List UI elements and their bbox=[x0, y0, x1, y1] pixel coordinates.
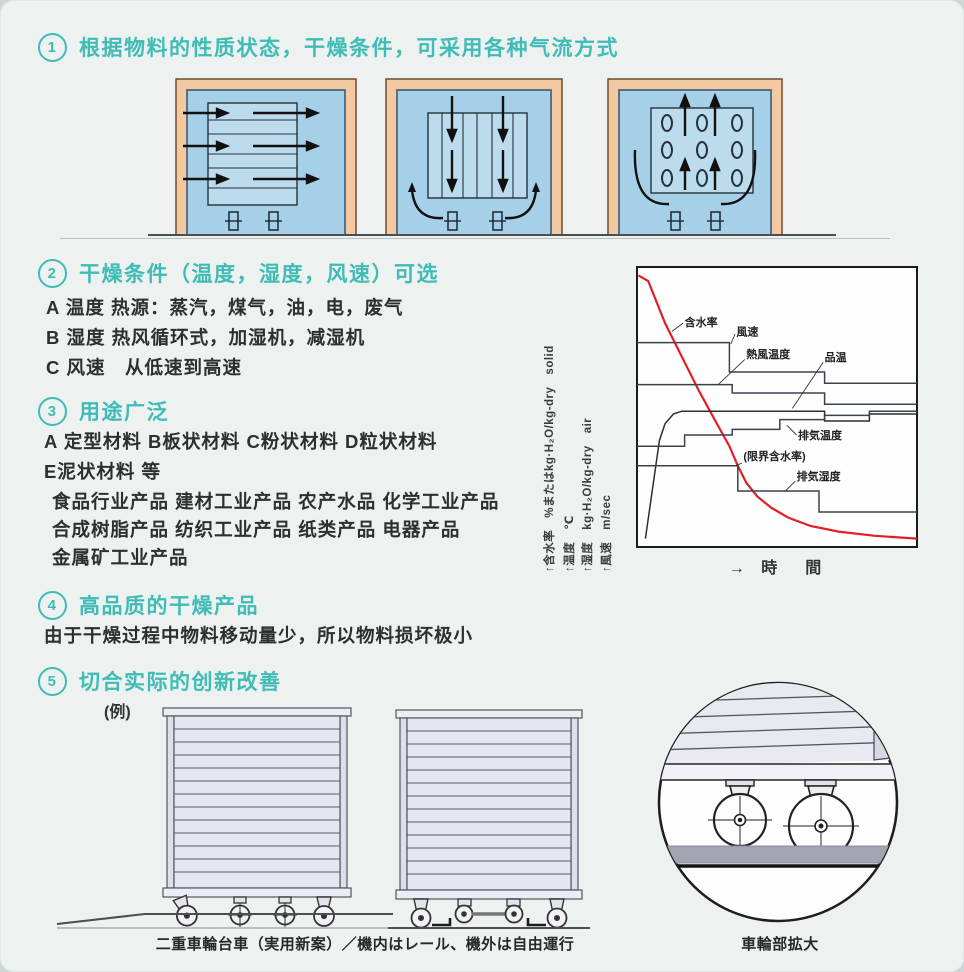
caster-wheel-right bbox=[546, 898, 568, 929]
circled-number-1: 1 bbox=[38, 32, 67, 62]
industry-products-line-2: 合成树脂产品 纺织工业产品 纸类产品 电器产品 bbox=[52, 519, 461, 540]
condition-item-windspeed: C 风速 从低速到高速 bbox=[46, 357, 243, 378]
industry-products-line-3: 金属矿工业产品 bbox=[52, 547, 189, 568]
circled-number-3: 3 bbox=[38, 396, 67, 426]
rail-wheel-right bbox=[273, 896, 297, 927]
rail-wheel-left bbox=[454, 898, 474, 924]
plot-frame bbox=[636, 266, 918, 548]
industry-products-line-1: 食品行业产品 建材工业产品 农产水品 化学工业产品 bbox=[52, 491, 500, 512]
ramp bbox=[56, 913, 393, 929]
series-含水率 bbox=[637, 274, 918, 540]
rail-wheel-left bbox=[228, 896, 252, 927]
section-5-heading: 5 切合实际的创新改善 bbox=[38, 666, 282, 696]
trolley-diagram-on-rail bbox=[388, 709, 590, 929]
airflow-diagram-vertical-down bbox=[385, 78, 563, 236]
caster-wheel-left bbox=[410, 898, 432, 929]
section-1-heading: 1 根据物料的性质状态，干燥条件，可采用各种气流方式 bbox=[38, 32, 619, 62]
magnified-caster-wheel bbox=[783, 779, 859, 860]
condition-item-humidity: B 湿度 热风循环式，加湿机，减湿机 bbox=[46, 327, 366, 348]
wheel-magnified-diagram bbox=[657, 681, 899, 923]
caster-wheel-right bbox=[313, 896, 335, 927]
y-axis-label-temperature: ↑温度 ℃ bbox=[564, 515, 576, 572]
series-風速 bbox=[637, 341, 917, 384]
trolley-caption: 二重車輪台車（実用新案）／機内はレール、機外は自由運行 bbox=[155, 936, 575, 953]
airflow-diagram-vertical-up bbox=[607, 78, 783, 236]
circled-number-4: 4 bbox=[38, 590, 67, 620]
trolley-diagram-free-running bbox=[56, 707, 393, 929]
caster-wheel-left bbox=[172, 894, 198, 927]
rail-bar bbox=[659, 845, 897, 864]
drying-curves-chart: ↑含水率 %またはkg·H₂O/kg-dry solid ↑温度 ℃ ↑湿度 k… bbox=[544, 256, 938, 578]
heater-symbols bbox=[667, 211, 724, 231]
material-types-line-2: E泥状材料 等 bbox=[44, 461, 161, 482]
plot-annotation: 風速 bbox=[736, 325, 758, 339]
condition-item-temperature: A 温度 热源：蒸汽，煤气，油，电，废气 bbox=[46, 297, 404, 318]
section-3-heading: 3 用途广泛 bbox=[38, 396, 169, 426]
series-排気湿度 bbox=[637, 465, 917, 513]
section-3-title: 用途广泛 bbox=[79, 401, 169, 424]
circled-number-2: 2 bbox=[38, 258, 67, 288]
section-5-title: 切合实际的创新改善 bbox=[79, 671, 282, 694]
plot-annotation: 排気温度 bbox=[798, 428, 843, 442]
y-axis-label-moisture: ↑含水率 %またはkg·H₂O/kg-dry solid bbox=[544, 345, 556, 572]
x-axis-label-time: → 時 間 bbox=[728, 560, 828, 577]
y-axis-label-windspeed: ↑風速 m/sec bbox=[601, 494, 613, 572]
y-axis-label-humidity: ↑湿度 kg·H₂O/kg-dry air bbox=[582, 417, 594, 572]
rail-wheel-right bbox=[504, 898, 524, 924]
airflow-diagram-horizontal bbox=[175, 78, 357, 236]
heater-symbols bbox=[444, 211, 506, 231]
rail-stops bbox=[432, 918, 546, 927]
section-2-title: 干燥条件（温度，湿度，风速）可选 bbox=[79, 263, 439, 286]
section-4-title: 高品质的干燥产品 bbox=[79, 595, 259, 618]
section-4-heading: 4 高品质的干燥产品 bbox=[38, 590, 259, 620]
heater-symbols bbox=[225, 211, 282, 231]
plot-annotation: 含水率 bbox=[684, 315, 718, 329]
example-label: (例) bbox=[104, 704, 131, 721]
section-2-heading: 2 干燥条件（温度，湿度，风速）可选 bbox=[38, 258, 439, 288]
quality-note: 由于干燥过程中物料移动量少，所以物料损坏极小 bbox=[44, 625, 474, 646]
ground-line bbox=[148, 234, 836, 236]
series-熱風温度 bbox=[637, 383, 917, 405]
circled-number-5: 5 bbox=[38, 666, 67, 696]
plot-annotation: 品温 bbox=[825, 350, 847, 364]
plot-annotation: 排気湿度 bbox=[797, 469, 842, 483]
ground-shadow bbox=[60, 238, 890, 239]
section-1-title: 根据物料的性质状态，干燥条件，可采用各种气流方式 bbox=[79, 37, 619, 60]
series-排気温度 bbox=[637, 410, 917, 447]
series-品温 bbox=[644, 410, 917, 539]
material-types-line-1: A 定型材料 B板状材料 C粉状材料 D粒状材料 bbox=[44, 431, 438, 452]
plot-annotation: 熱風温度 bbox=[746, 347, 791, 361]
plot-annotation: (限界含水率) bbox=[743, 449, 806, 463]
wheel-magnified-caption: 車輪部拡大 bbox=[741, 936, 819, 953]
